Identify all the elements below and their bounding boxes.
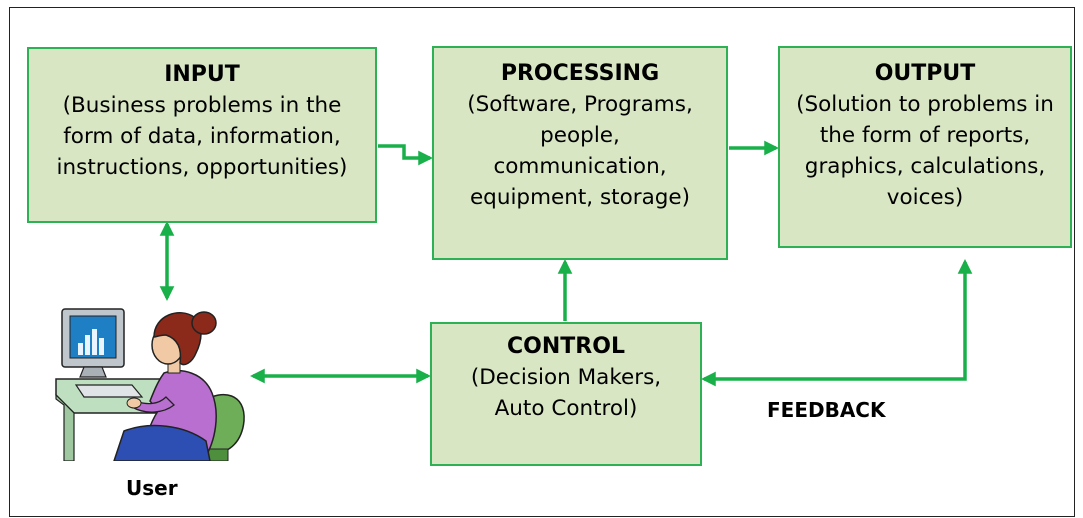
user-at-computer-icon: [55, 308, 245, 461]
input-description: (Business problems in the form of data, …: [56, 93, 348, 180]
control-box: CONTROL (Decision Makers, Auto Control): [430, 322, 702, 466]
control-title: CONTROL: [507, 334, 625, 359]
input-title: INPUT: [164, 62, 240, 87]
user-label: User: [126, 476, 178, 500]
processing-box: PROCESSING (Software, Programs, people, …: [432, 46, 728, 260]
processing-description: (Software, Programs, people, communicati…: [467, 92, 693, 210]
control-description: (Decision Makers, Auto Control): [470, 365, 662, 421]
arrow-feedback: [701, 259, 973, 387]
feedback-label: FEEDBACK: [767, 398, 886, 422]
output-description: (Solution to problems in the form of rep…: [796, 92, 1054, 210]
arrow-input-to-processing: [378, 144, 433, 166]
processing-title: PROCESSING: [500, 61, 660, 86]
output-title: OUTPUT: [874, 61, 976, 86]
output-box: OUTPUT (Solution to problems in the form…: [778, 46, 1072, 248]
input-box: INPUT (Business problems in the form of …: [27, 47, 377, 223]
